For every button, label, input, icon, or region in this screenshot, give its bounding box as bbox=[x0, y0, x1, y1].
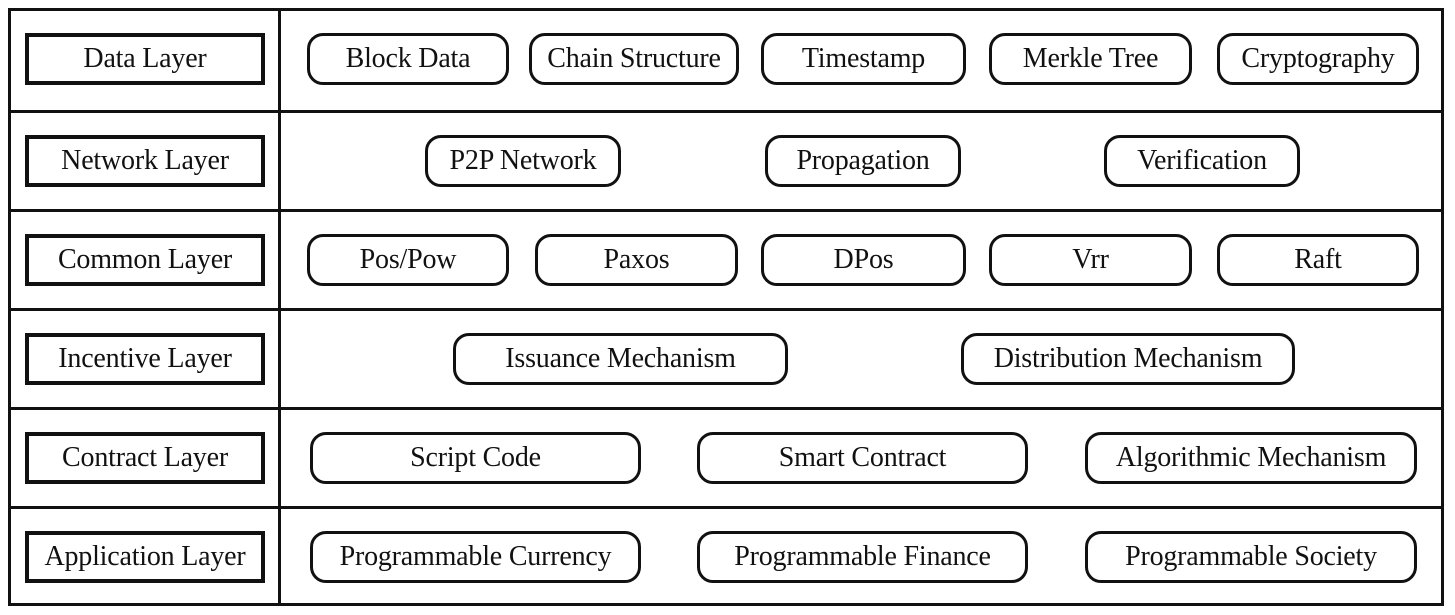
layer-row-network: Network Layer P2P Network Propagation Ve… bbox=[11, 110, 1441, 209]
layer-label-cell: Contract Layer bbox=[11, 410, 281, 506]
layer-row-common: Common Layer Pos/Pow Paxos DPos Vrr Raft bbox=[11, 209, 1441, 308]
component-block-data: Block Data bbox=[307, 33, 509, 85]
component-vrr: Vrr bbox=[989, 234, 1192, 286]
component-raft: Raft bbox=[1217, 234, 1419, 286]
layer-name-application: Application Layer bbox=[25, 531, 265, 583]
component-dpos: DPos bbox=[761, 234, 966, 286]
component-script-code: Script Code bbox=[310, 432, 641, 484]
component-distribution-mechanism: Distribution Mechanism bbox=[961, 333, 1295, 385]
component-smart-contract: Smart Contract bbox=[697, 432, 1028, 484]
layer-row-incentive: Incentive Layer Issuance Mechanism Distr… bbox=[11, 308, 1441, 407]
component-paxos: Paxos bbox=[535, 234, 738, 286]
layer-name-data: Data Layer bbox=[25, 33, 265, 85]
component-propagation: Propagation bbox=[765, 135, 961, 187]
layer-row-contract: Contract Layer Script Code Smart Contrac… bbox=[11, 407, 1441, 506]
layer-name-network: Network Layer bbox=[25, 135, 265, 187]
layer-name-incentive: Incentive Layer bbox=[25, 333, 265, 385]
component-p2p-network: P2P Network bbox=[425, 135, 621, 187]
component-verification: Verification bbox=[1104, 135, 1300, 187]
blockchain-layer-diagram: Data Layer Block Data Chain Structure Ti… bbox=[8, 8, 1444, 606]
layer-name-contract: Contract Layer bbox=[25, 432, 265, 484]
layer-label-cell: Application Layer bbox=[11, 509, 281, 603]
component-algorithmic-mechanism: Algorithmic Mechanism bbox=[1085, 432, 1417, 484]
component-programmable-currency: Programmable Currency bbox=[310, 531, 641, 583]
layer-label-cell: Incentive Layer bbox=[11, 311, 281, 407]
component-merkle-tree: Merkle Tree bbox=[989, 33, 1192, 85]
layer-label-cell: Data Layer bbox=[11, 11, 281, 110]
component-pos-pow: Pos/Pow bbox=[307, 234, 509, 286]
layer-label-cell: Network Layer bbox=[11, 113, 281, 209]
component-timestamp: Timestamp bbox=[761, 33, 966, 85]
component-chain-structure: Chain Structure bbox=[529, 33, 739, 85]
layer-label-cell: Common Layer bbox=[11, 212, 281, 308]
component-cryptography: Cryptography bbox=[1217, 33, 1419, 85]
component-programmable-society: Programmable Society bbox=[1085, 531, 1417, 583]
layer-row-data: Data Layer Block Data Chain Structure Ti… bbox=[11, 11, 1441, 110]
layer-row-application: Application Layer Programmable Currency … bbox=[11, 506, 1441, 603]
layer-name-common: Common Layer bbox=[25, 234, 265, 286]
component-programmable-finance: Programmable Finance bbox=[697, 531, 1028, 583]
component-issuance-mechanism: Issuance Mechanism bbox=[453, 333, 788, 385]
